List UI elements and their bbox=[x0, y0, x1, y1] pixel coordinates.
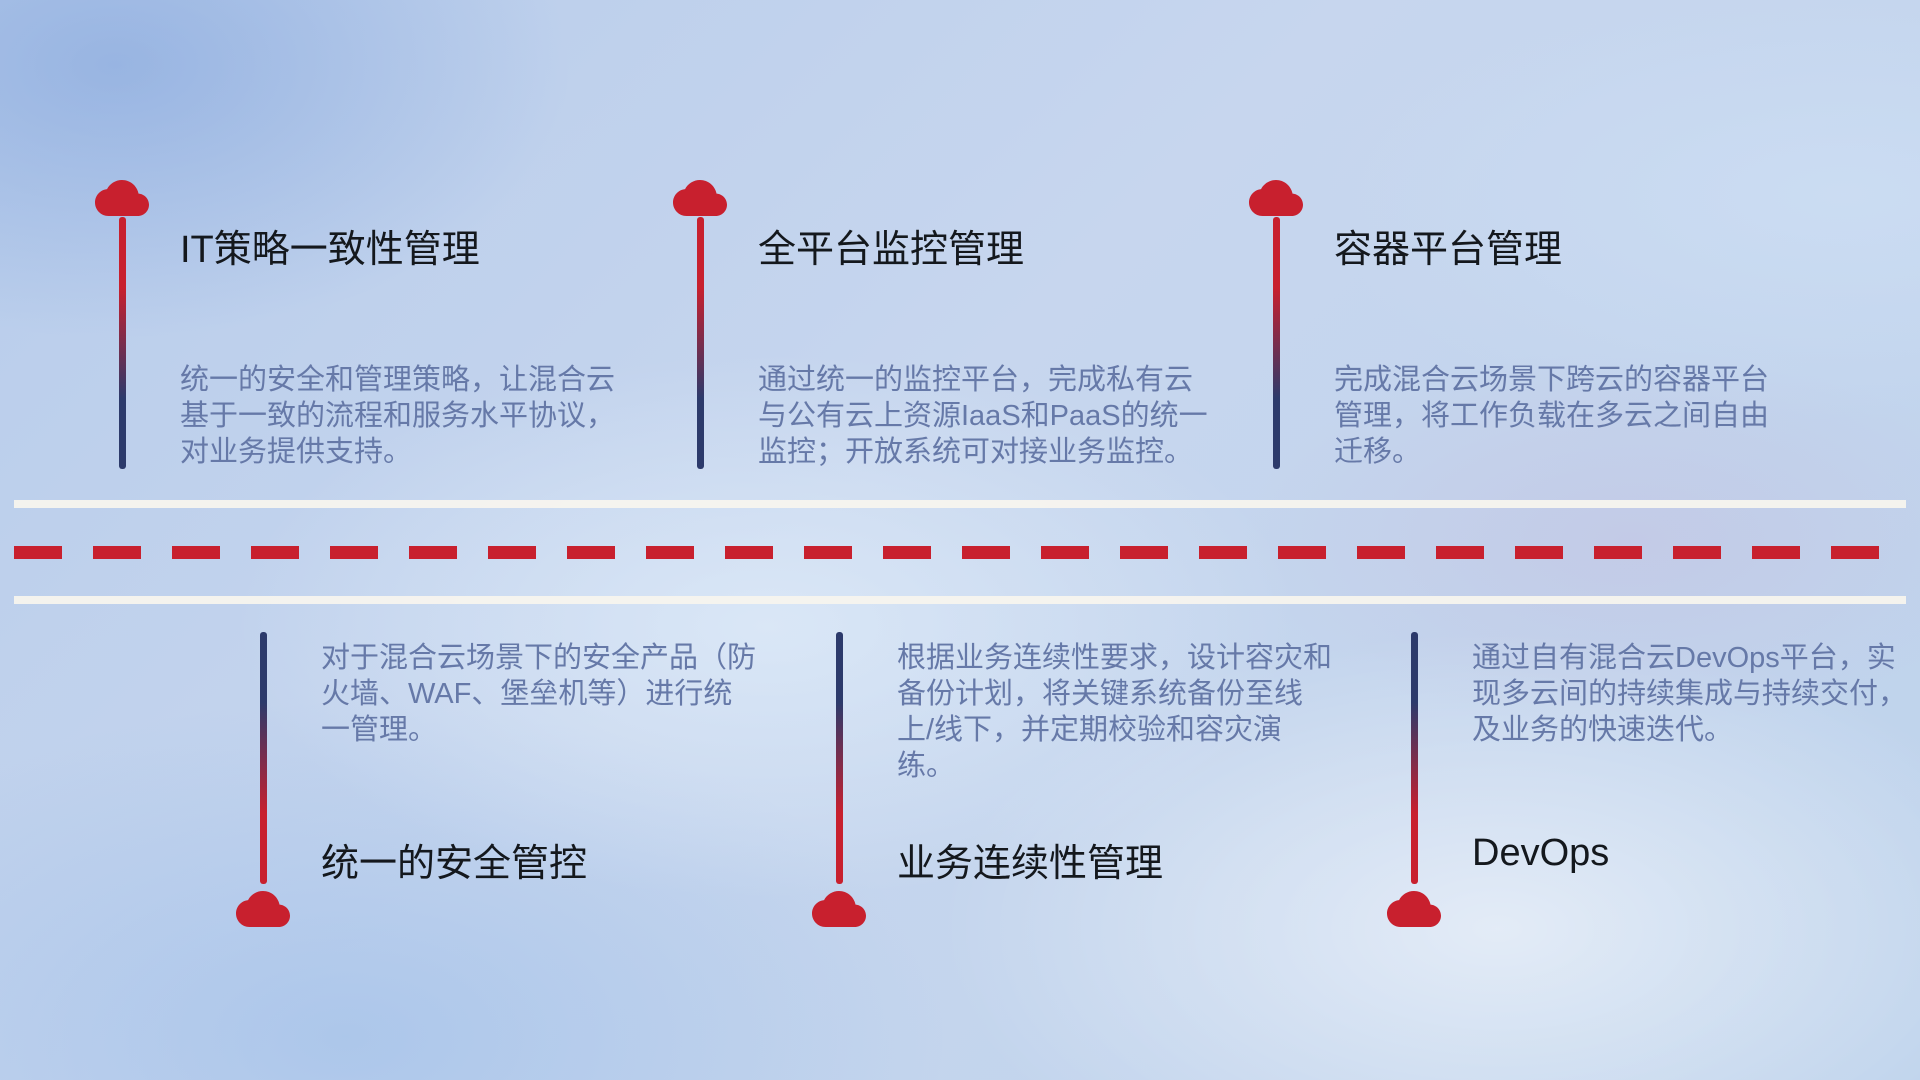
feature-title: 全平台监控管理 bbox=[758, 229, 1025, 271]
feature-description: 对于混合云场景下的安全产品（防火墙、WAF、堡垒机等）进行统一管理。 bbox=[321, 642, 757, 746]
cloud-icon bbox=[1249, 180, 1303, 216]
feature-title: DevOps bbox=[1472, 832, 1610, 874]
timeline-pin bbox=[260, 632, 267, 884]
feature-description: 统一的安全和管理策略，让混合云基于一致的流程和服务水平协议，对业务提供支持。 bbox=[180, 364, 616, 468]
feature-description: 完成混合云场景下跨云的容器平台管理，将工作负载在多云之间自由迁移。 bbox=[1334, 364, 1770, 468]
road-line-top bbox=[14, 500, 1906, 508]
timeline-pin bbox=[697, 217, 704, 469]
feature-description: 通过自有混合云DevOps平台，实现多云间的持续集成与持续交付，及业务的快速迭代… bbox=[1472, 642, 1908, 746]
cloud-icon bbox=[812, 891, 866, 927]
feature-title: 统一的安全管控 bbox=[321, 843, 588, 885]
feature-title: IT策略一致性管理 bbox=[180, 229, 480, 271]
feature-description: 通过统一的监控平台，完成私有云与公有云上资源IaaS和PaaS的统一监控；开放系… bbox=[758, 364, 1208, 468]
cloud-icon bbox=[1387, 891, 1441, 927]
road-dashed-line bbox=[14, 546, 1906, 559]
feature-title: 业务连续性管理 bbox=[897, 843, 1164, 885]
cloud-icon bbox=[236, 891, 290, 927]
timeline-pin bbox=[119, 217, 126, 469]
timeline-pin bbox=[836, 632, 843, 884]
timeline-pin bbox=[1411, 632, 1418, 884]
cloud-icon bbox=[673, 180, 727, 216]
cloud-icon bbox=[95, 180, 149, 216]
feature-title: 容器平台管理 bbox=[1334, 229, 1563, 271]
feature-description: 根据业务连续性要求，设计容灾和备份计划，将关键系统备份至线上/线下，并定期校验和… bbox=[897, 642, 1333, 782]
timeline-pin bbox=[1273, 217, 1280, 469]
road-line-bottom bbox=[14, 596, 1906, 604]
